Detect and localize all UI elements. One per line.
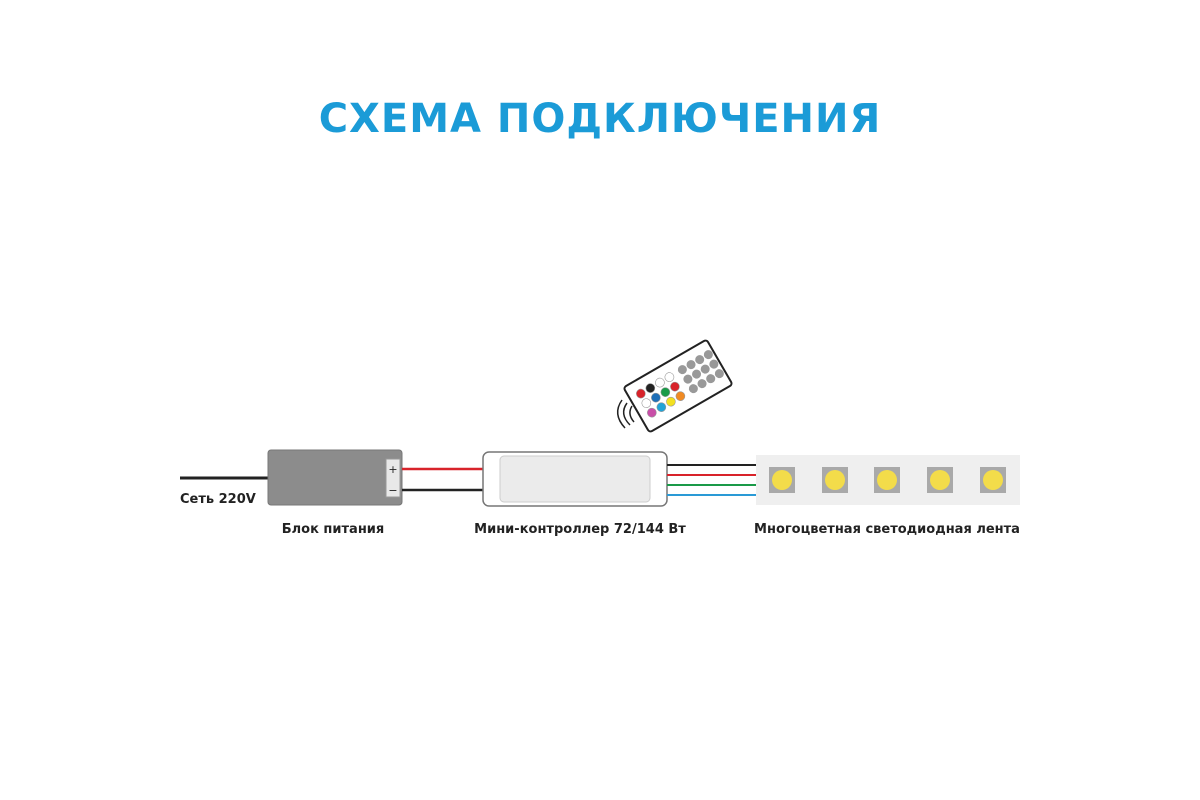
led-light xyxy=(825,470,845,490)
label-power-supply: Блок питания xyxy=(281,522,385,537)
remote-function-button xyxy=(709,359,719,369)
remote-control xyxy=(623,339,733,433)
remote-color-button xyxy=(660,387,671,397)
remote-function-button xyxy=(692,369,702,379)
remote-color-button xyxy=(670,381,680,392)
signal-waves-icon xyxy=(616,399,635,429)
power-supply: + − xyxy=(267,449,403,506)
label-controller: Мини-контроллер 72/144 Вт xyxy=(474,522,686,537)
led-light xyxy=(983,470,1003,490)
remote-function-button xyxy=(677,365,687,375)
remote-function-button xyxy=(688,384,698,394)
remote-color-button xyxy=(636,388,646,399)
remote-color-button xyxy=(675,391,686,401)
led-light xyxy=(930,470,950,490)
led-light xyxy=(772,470,792,490)
remote-color-button xyxy=(666,396,676,407)
led-light xyxy=(877,470,897,490)
remote-color-button xyxy=(641,398,652,408)
led-strip xyxy=(756,455,1020,505)
plus-terminal: + xyxy=(388,463,397,476)
remote-color-button xyxy=(651,392,661,403)
remote-function-button xyxy=(686,360,696,370)
label-led-strip: Многоцветная светодиодная лента xyxy=(754,522,1020,537)
remote-color-button xyxy=(647,407,657,418)
remote-color-button xyxy=(656,402,667,412)
page-title: СХЕМА ПОДКЛЮЧЕНИЯ xyxy=(318,96,882,142)
remote-function-button xyxy=(683,374,693,384)
remote-color-button xyxy=(655,377,665,388)
remote-function-button xyxy=(706,374,716,384)
remote-function-button xyxy=(700,364,710,374)
label-mains: Сеть 220V xyxy=(180,492,256,507)
mini-controller xyxy=(482,451,668,507)
remote-function-button xyxy=(703,350,713,360)
remote-function-button xyxy=(714,369,724,379)
minus-terminal: − xyxy=(388,484,397,497)
remote-color-button xyxy=(664,372,675,382)
remote-color-button xyxy=(645,383,656,393)
remote-function-button xyxy=(695,355,705,365)
remote-function-button xyxy=(697,379,707,389)
